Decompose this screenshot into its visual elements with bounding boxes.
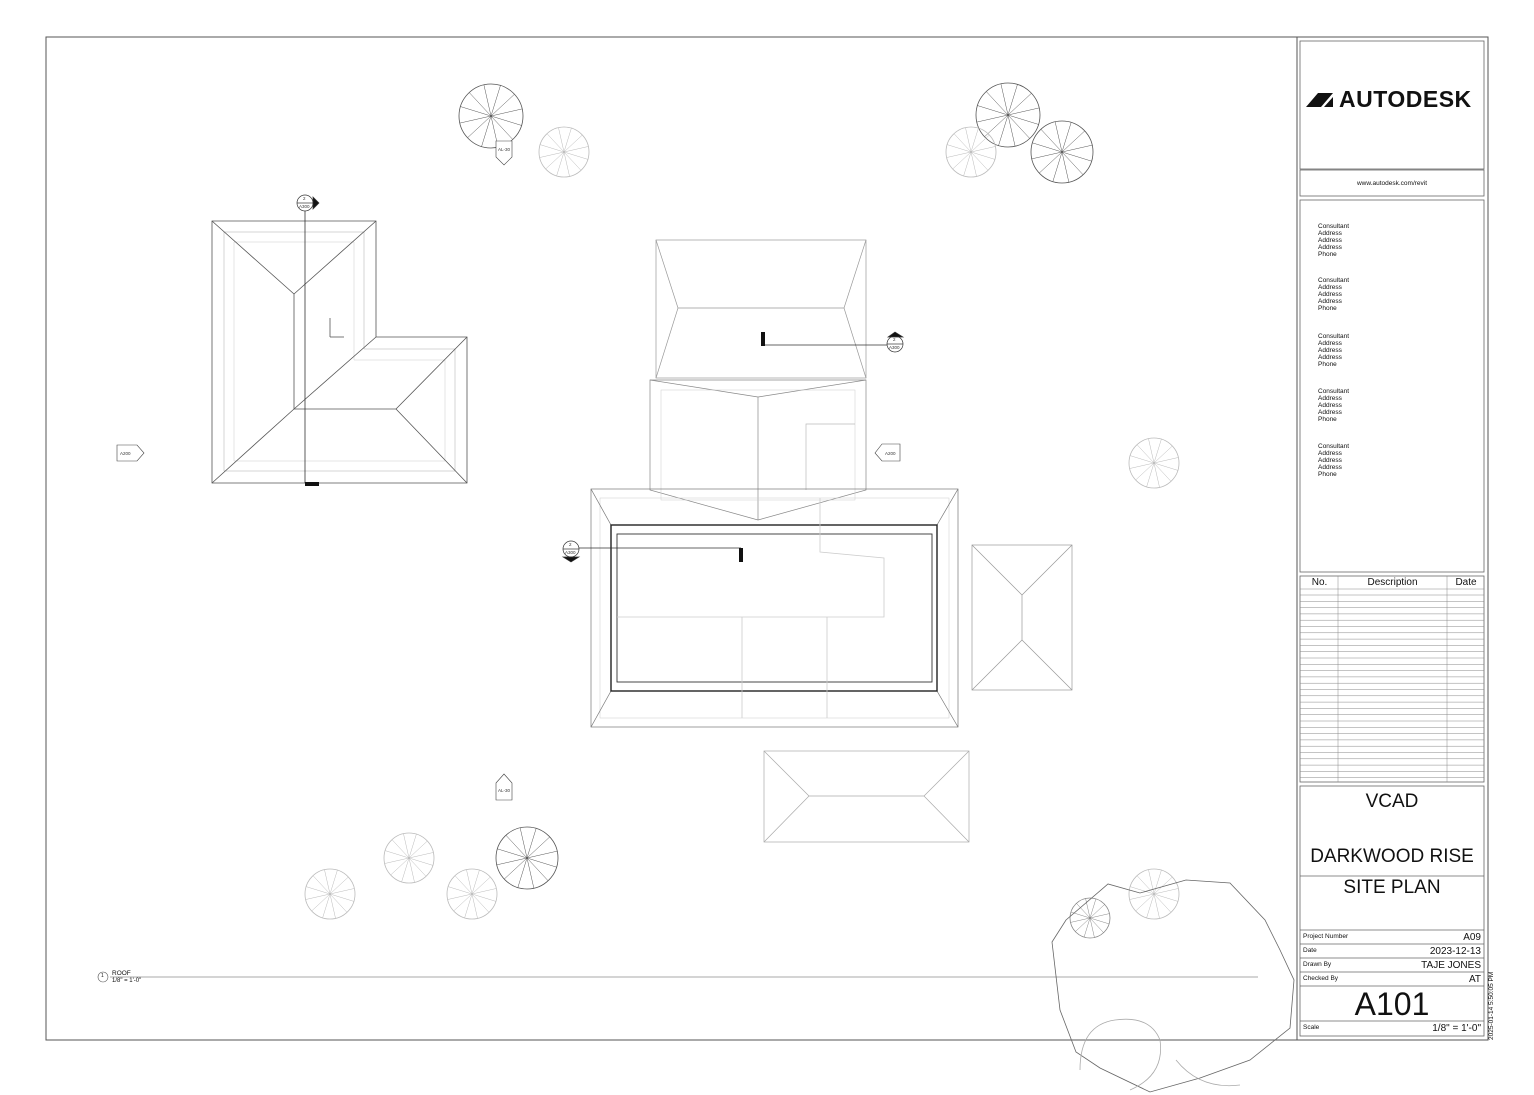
building-c-roof (971, 544, 1073, 691)
project-name: DARKWOOD RISE (1310, 846, 1474, 867)
tree-symbol (458, 83, 524, 149)
tree-symbol (1069, 897, 1111, 939)
consultant-line: Address (1318, 230, 1342, 237)
elevation-markers (116, 140, 901, 801)
consultant-line: Address (1318, 402, 1342, 409)
consultant-line: Address (1318, 464, 1342, 471)
tree-symbol (446, 868, 498, 920)
section-top-sheet: A300 (299, 204, 310, 209)
consultant-line: Address (1318, 354, 1342, 361)
east-elevation-tag: A200 (885, 451, 896, 456)
building-b-roof-top (655, 239, 867, 379)
section-right-sheet: A300 (889, 345, 900, 350)
project-number-label: Project Number (1303, 933, 1349, 940)
consultant-line: Phone (1318, 471, 1337, 478)
date-value: 2023-12-13 (1429, 946, 1481, 957)
consultant-line: Address (1318, 347, 1342, 354)
drawn-by-label: Drawn By (1303, 961, 1332, 968)
date-label: Date (1303, 947, 1317, 954)
tree-symbol (304, 868, 356, 920)
autodesk-logo: AUTODESK (1339, 86, 1472, 112)
trees (304, 82, 1180, 939)
tree-symbol (1030, 120, 1094, 184)
consultant-line: Phone (1318, 361, 1337, 368)
checked-by-value: AT (1468, 974, 1481, 985)
consultant-line: Address (1318, 244, 1342, 251)
sheet-border (45, 36, 1489, 1041)
tree-symbol (1128, 437, 1180, 489)
revision-col-no: No. (1311, 577, 1328, 588)
consultant-name: Consultant (1318, 443, 1350, 450)
consultant-name: Consultant (1318, 223, 1350, 230)
consultant-line: Phone (1318, 251, 1337, 258)
sheet-number: A101 (1354, 986, 1430, 1022)
revision-table-grid (1300, 576, 1484, 782)
consultant-line: Phone (1318, 305, 1337, 312)
section-callouts (296, 194, 905, 563)
consultant-name: Consultant (1318, 333, 1350, 340)
sheet-title: SITE PLAN (1343, 877, 1441, 898)
consultant-line: Address (1318, 340, 1342, 347)
tree-symbol (1128, 868, 1180, 920)
consultant-line: Address (1318, 298, 1342, 305)
section-left-number: 2 (569, 542, 572, 547)
project-number-value: A09 (1463, 932, 1481, 943)
drawn-by-value: TAJE JONES (1421, 960, 1481, 971)
consultant-line: Address (1318, 284, 1342, 291)
west-elevation-tag: A200 (120, 451, 131, 456)
consultant-name: Consultant (1318, 277, 1350, 284)
building-b-roof-main (590, 488, 959, 728)
checked-by-label: Checked By (1303, 975, 1339, 982)
view-number: 1 (101, 973, 104, 979)
section-top-number: 2 (303, 196, 306, 201)
print-timestamp: 2025-01-14 5:50:05 PM (1488, 971, 1495, 1040)
revision-col-description: Description (1367, 577, 1418, 588)
building-a-roof (211, 200, 468, 486)
consultant-line: Address (1318, 395, 1342, 402)
consultant-line: Address (1318, 237, 1342, 244)
building-b-roof-middle (649, 379, 867, 521)
tree-symbol (383, 832, 435, 884)
tree-symbol (538, 126, 590, 178)
tree-symbol (975, 82, 1041, 148)
consultant-line: Phone (1318, 416, 1337, 423)
consultant-line: Address (1318, 409, 1342, 416)
scale-value: 1/8" = 1'-0" (1432, 1023, 1481, 1034)
elevation-tag-bottom: AL-30 (498, 788, 511, 793)
tree-symbol (495, 826, 559, 890)
company-name: VCAD (1365, 791, 1419, 812)
consultant-line: Address (1318, 291, 1342, 298)
section-right-number: 2 (893, 337, 896, 342)
consultant-line: Address (1318, 450, 1342, 457)
scale-label: Scale (1303, 1024, 1320, 1031)
elevation-tag-top: AL-30 (498, 147, 511, 152)
tree-symbol (945, 126, 997, 178)
building-d-roof (763, 750, 970, 843)
view-title-graphic (97, 971, 1258, 983)
autodesk-url[interactable]: www.autodesk.com/revit (1356, 180, 1428, 187)
consultant-name: Consultant (1318, 388, 1350, 395)
view-scale: 1/8" = 1'-0" (112, 978, 142, 984)
section-left-sheet: A300 (565, 550, 576, 555)
large-tree-canopy (1051, 879, 1295, 1093)
autodesk-logo-mark (1306, 93, 1333, 107)
title-block-frames (1299, 40, 1485, 1037)
consultant-line: Address (1318, 457, 1342, 464)
revision-col-date: Date (1455, 577, 1477, 588)
view-name: ROOF (112, 970, 131, 977)
